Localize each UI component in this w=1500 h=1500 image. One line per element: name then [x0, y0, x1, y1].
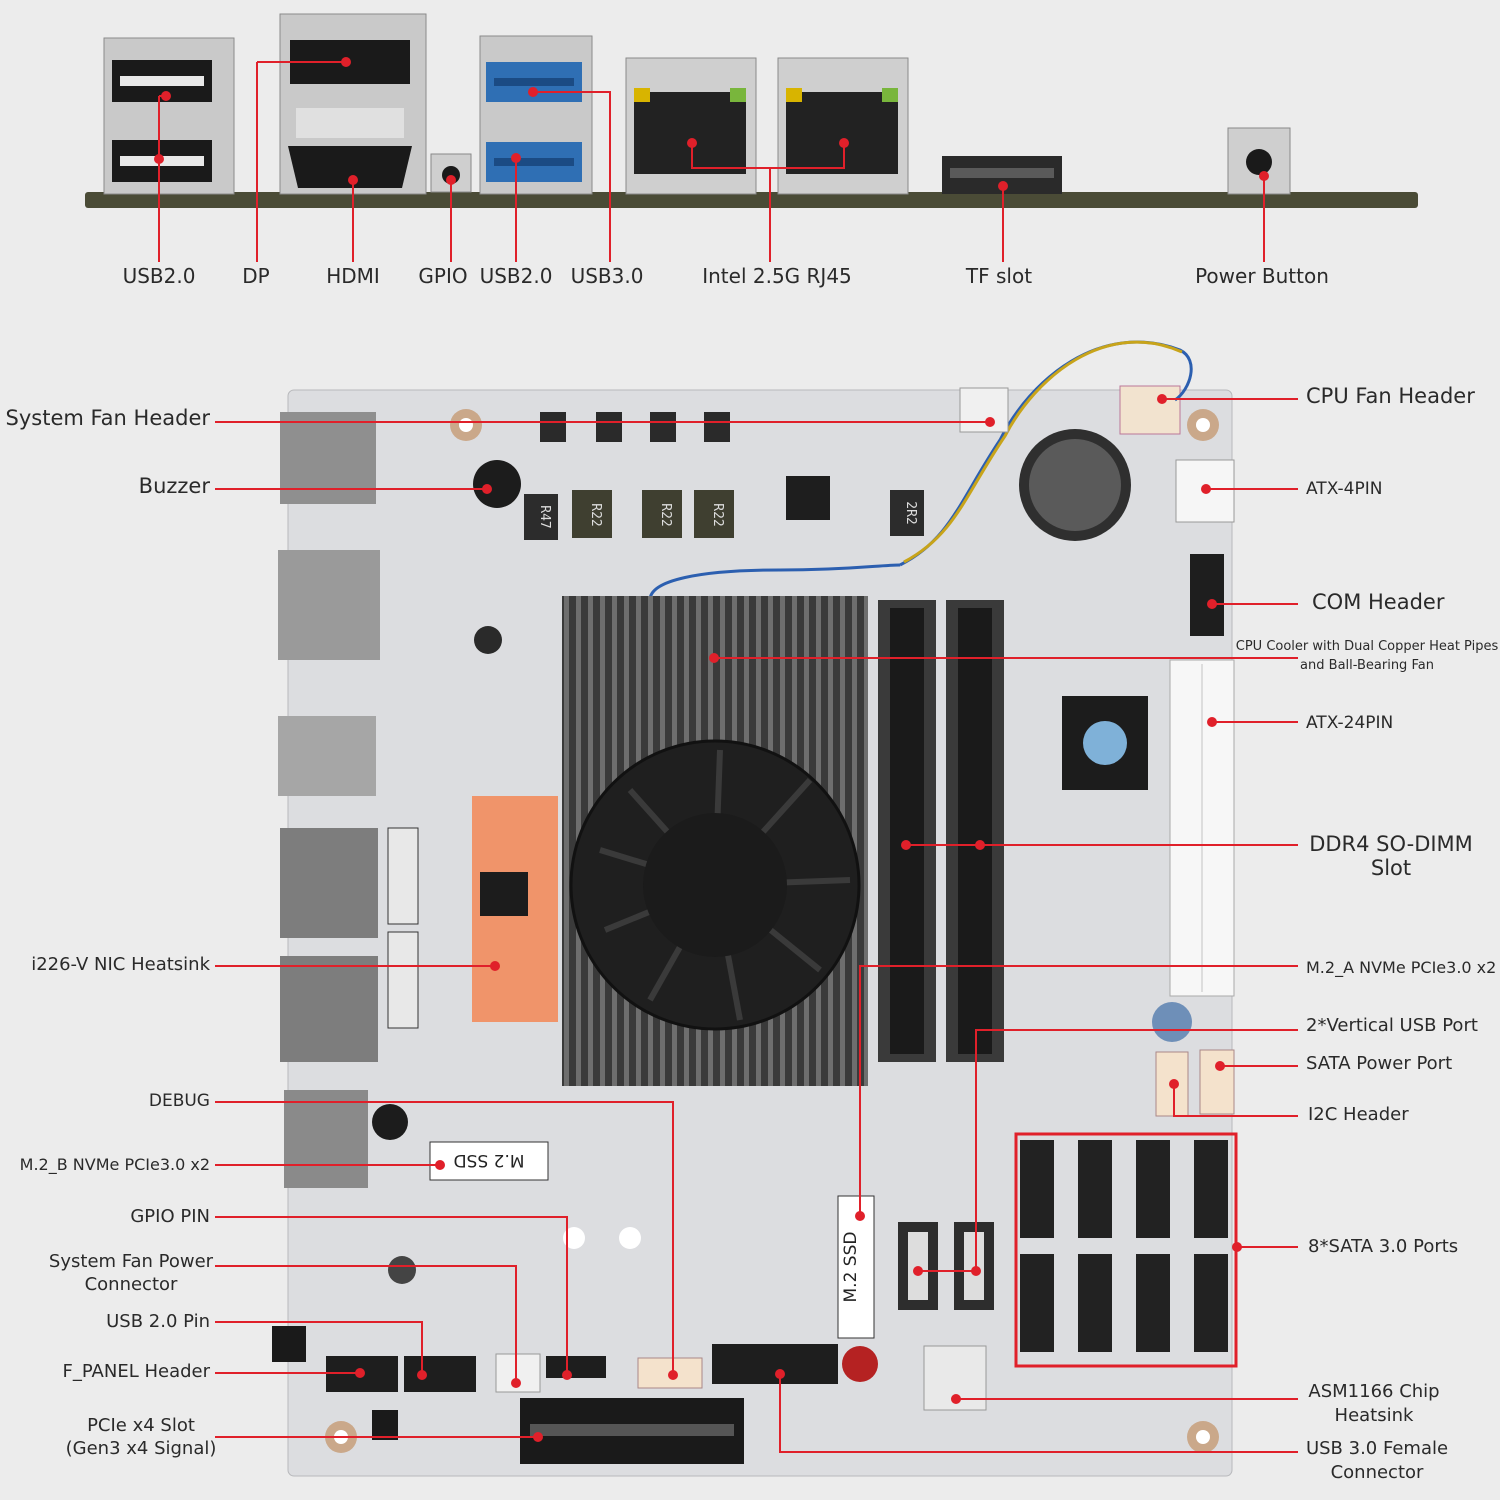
sata-ports — [1014, 1132, 1238, 1368]
inductor-label-4: R22 — [710, 503, 725, 526]
inductor-label-2: R22 — [588, 503, 603, 526]
com-header — [1190, 554, 1224, 636]
label-cpu-fan-header: CPU Fan Header — [1306, 384, 1475, 408]
buzzer — [473, 460, 521, 508]
label-m2-a: M.2_A NVMe PCIe3.0 x2 — [1306, 958, 1497, 977]
label-i2c-header: I2C Header — [1308, 1104, 1409, 1125]
label-usb30-female-1: USB 3.0 Female — [1305, 1438, 1449, 1459]
label-com-header: COM Header — [1312, 590, 1445, 614]
callout-dots — [154, 57, 1269, 1442]
ddr4-slots — [878, 600, 1004, 1062]
io-label-usb20-a: USB2.0 — [122, 264, 196, 288]
io-label-gpio: GPIO — [418, 264, 468, 288]
io-pcb-edge — [85, 192, 1418, 208]
rj45-port-2 — [777, 57, 909, 195]
usb20-pin-header — [404, 1356, 476, 1392]
label-sata-power: SATA Power Port — [1306, 1053, 1453, 1074]
label-atx-24pin: ATX-24PIN — [1306, 713, 1394, 733]
io-label-usb20-b: USB2.0 — [479, 264, 553, 288]
usb3-stack-port — [479, 35, 593, 195]
io-label-rj45: Intel 2.5G RJ45 — [702, 264, 852, 288]
power-button — [1227, 127, 1291, 195]
label-cooler-1: CPU Cooler with Dual Copper Heat Pipes — [1235, 639, 1499, 654]
label-usb30-female-2: Connector — [1330, 1462, 1424, 1483]
label-m2-b: M.2_B NVMe PCIe3.0 x2 — [19, 1155, 210, 1174]
io-label-power-button: Power Button — [1195, 264, 1329, 288]
label-ddr4-1: DDR4 SO-DIMM — [1309, 832, 1473, 856]
vrm-inductors — [524, 490, 924, 540]
label-gpio-pin: GPIO PIN — [130, 1206, 210, 1227]
usb30-female-connector — [712, 1344, 838, 1384]
motherboard: R47 R22 R22 R22 2R2 — [272, 340, 1238, 1477]
label-asm1166-2: Heatsink — [1334, 1405, 1414, 1426]
m2-b-silkscreen: M.2 SSD — [454, 1150, 525, 1170]
label-system-fan-header: System Fan Header — [5, 406, 210, 430]
usb2-stack-port — [103, 37, 235, 195]
label-nic-heatsink: i226-V NIC Heatsink — [31, 954, 210, 975]
label-sata-ports: 8*SATA 3.0 Ports — [1308, 1236, 1459, 1257]
m2-b-slot — [429, 1141, 549, 1181]
m2-a-slot — [837, 1195, 875, 1339]
inductor-label-1: R47 — [537, 505, 552, 528]
label-usb20-pin: USB 2.0 Pin — [106, 1311, 210, 1332]
io-label-usb30: USB3.0 — [570, 264, 644, 288]
label-pcie-2: (Gen3 x4 Signal) — [65, 1438, 217, 1459]
gpio-pin-header — [546, 1356, 606, 1378]
atx-24pin-connector — [1169, 659, 1235, 997]
inductor-label-5: 2R2 — [903, 501, 918, 524]
label-sys-fan-power-2: Connector — [84, 1274, 178, 1295]
label-asm1166-1: ASM1166 Chip — [1308, 1381, 1440, 1402]
label-debug: DEBUG — [148, 1091, 210, 1111]
label-buzzer: Buzzer — [138, 474, 210, 498]
callout-lines — [158, 61, 1298, 1453]
sata-power-port — [1199, 1049, 1235, 1115]
label-pcie-1: PCIe x4 Slot — [87, 1415, 195, 1436]
label-f-panel: F_PANEL Header — [62, 1361, 211, 1382]
label-cooler-2: and Ball-Bearing Fan — [1300, 658, 1434, 673]
dp-hdmi-port — [279, 13, 427, 195]
io-label-hdmi: HDMI — [326, 264, 380, 288]
label-sys-fan-power-1: System Fan Power — [48, 1251, 214, 1272]
m2-a-silkscreen: M.2 SSD — [841, 1232, 861, 1303]
label-ddr4-2: Slot — [1370, 856, 1412, 880]
io-label-dp: DP — [242, 264, 270, 288]
label-atx-4pin: ATX-4PIN — [1306, 479, 1383, 499]
io-label-tf-slot: TF slot — [965, 264, 1033, 288]
system-fan-header — [959, 387, 1009, 433]
cpu-fan-connector — [1119, 385, 1181, 435]
label-vertical-usb: 2*Vertical USB Port — [1306, 1015, 1478, 1036]
inductor-label-3: R22 — [658, 503, 673, 526]
io-panel — [85, 13, 1418, 208]
rj45-port-1 — [625, 57, 757, 195]
